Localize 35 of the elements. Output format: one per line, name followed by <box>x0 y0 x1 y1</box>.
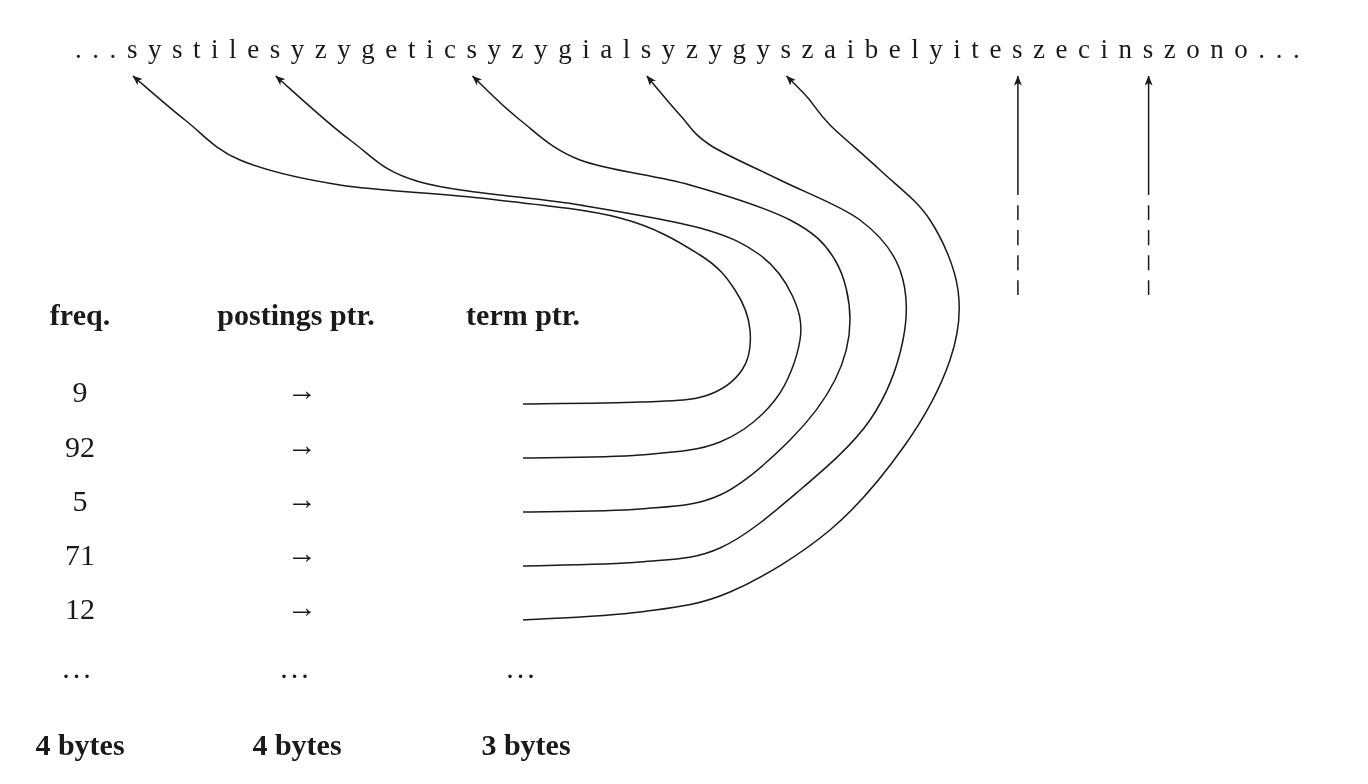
frequency-value: 9 <box>72 377 88 407</box>
curved-arrow <box>274 75 802 459</box>
frequency-value: 5 <box>72 486 88 516</box>
byte-size-label: 4 bytes <box>35 730 125 760</box>
ellipsis: ... <box>280 653 312 683</box>
term-string: szecin <box>1011 36 1143 63</box>
term-string: szono <box>1142 36 1259 63</box>
arrow-symbol: → <box>287 484 317 514</box>
curved-arrow <box>522 75 907 567</box>
term-string: syzygy <box>640 36 781 63</box>
arrow-symbol: → <box>287 538 317 568</box>
term-string: systile <box>126 36 270 63</box>
term-string: syzygial <box>466 36 641 63</box>
column-header: freq. <box>49 300 111 330</box>
byte-size-label: 3 bytes <box>481 730 571 760</box>
column-header: postings ptr. <box>217 300 375 330</box>
ellipsis: ... <box>75 36 127 63</box>
arrow-symbol: → <box>287 375 317 405</box>
dashed-arrow <box>1144 75 1153 296</box>
term-string: syzygetic <box>269 36 467 63</box>
byte-size-label: 4 bytes <box>252 730 342 760</box>
ellipsis: ... <box>1258 36 1311 63</box>
term-string: szaibelyite <box>780 36 1012 63</box>
frequency-value: 92 <box>65 432 95 462</box>
arrow-symbol: → <box>287 430 317 460</box>
ellipsis: ... <box>62 653 94 683</box>
arrow-symbol: → <box>287 592 317 622</box>
curved-arrow <box>471 75 851 513</box>
dashed-arrow <box>1013 75 1022 296</box>
curved-arrow <box>132 75 752 405</box>
frequency-value: 71 <box>65 540 95 570</box>
ellipsis: ... <box>506 653 538 683</box>
column-header: term ptr. <box>466 300 580 330</box>
curved-arrow <box>522 75 961 621</box>
frequency-value: 12 <box>65 594 95 624</box>
